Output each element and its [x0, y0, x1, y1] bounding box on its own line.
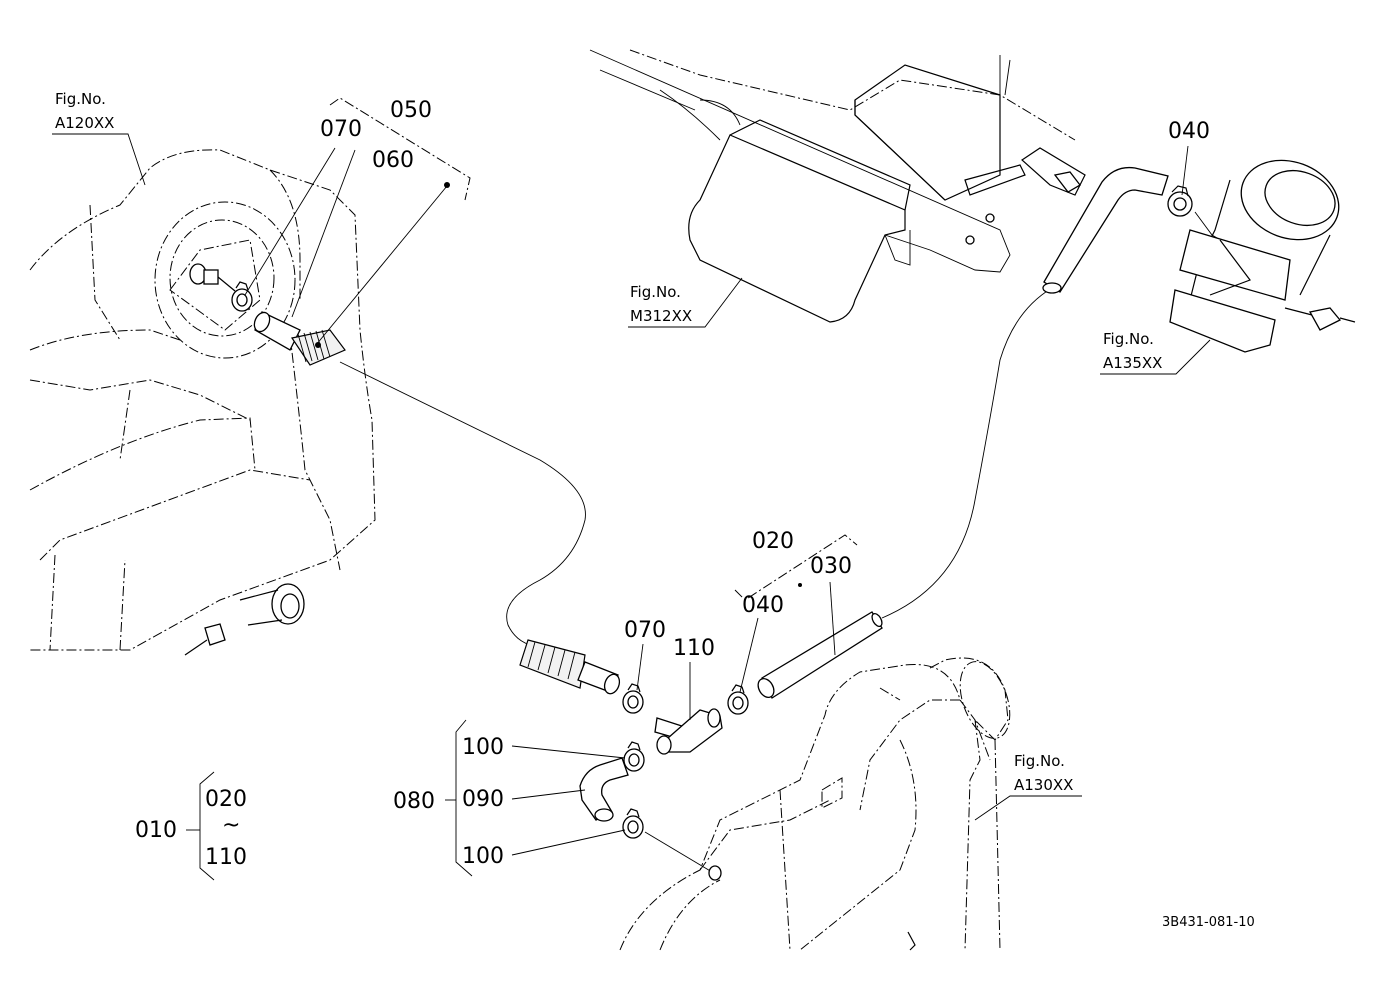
callout-group-080: 080 100 090 100: [393, 719, 626, 877]
bracket-frame: [589, 49, 1086, 323]
spring-guard-center: [519, 639, 621, 695]
tank-port: [184, 583, 305, 656]
clamp-100-upper: [623, 741, 645, 772]
callout-group-020: 020 030 040: [734, 529, 858, 693]
hose-line-main: [339, 361, 586, 646]
range-separator: ~: [222, 813, 240, 838]
elbow-hose-090: [579, 757, 629, 822]
fig-ref-a120-line2: A120XX: [55, 114, 114, 132]
callout-group-050: 050 060 070: [244, 97, 471, 346]
fig-ref-a135-line1: Fig.No.: [1103, 330, 1154, 348]
part-label-040-top: 040: [1168, 119, 1210, 144]
part-label-070-mid: 070: [624, 618, 666, 643]
part-label-100-lower: 100: [462, 844, 504, 869]
part-label-020-top: 020: [752, 529, 794, 554]
fig-ref-m312-line1: Fig.No.: [630, 283, 681, 301]
part-label-020-range: 020: [205, 787, 247, 812]
clamp-070-top: [231, 281, 253, 312]
part-label-030: 030: [810, 554, 852, 579]
fig-ref-m312-line2: M312XX: [630, 307, 692, 325]
part-label-040-mid: 040: [742, 593, 784, 618]
part-label-090: 090: [462, 787, 504, 812]
part-label-100-upper: 100: [462, 735, 504, 760]
hose-line-right: [881, 287, 1053, 619]
fig-ref-a130-line2: A130XX: [1014, 776, 1073, 794]
part-label-060: 060: [372, 148, 414, 173]
fig-ref-a120: Fig.No. A120XX: [52, 90, 146, 186]
filler-neck: [1169, 159, 1356, 353]
callout-040-top: 040: [1168, 119, 1210, 196]
spring-guard-050: [291, 329, 346, 366]
part-label-010: 010: [135, 818, 177, 843]
part-label-110-range: 110: [205, 845, 247, 870]
hose-line-lower: [644, 831, 713, 873]
lower-tank-outline: [619, 657, 1011, 951]
lower-tank-port: [708, 865, 722, 881]
clamp-100-lower: [622, 808, 644, 839]
fig-ref-a130: Fig.No. A130XX: [974, 752, 1082, 821]
elbow-hose-top: [1042, 166, 1169, 294]
clamp-070-mid: [622, 683, 644, 714]
fig-ref-a120-line1: Fig.No.: [55, 90, 106, 108]
fuel-tank-outline: [29, 149, 376, 651]
fig-ref-a130-line1: Fig.No.: [1014, 752, 1065, 770]
callout-group-010: 010 020 ~ 110: [135, 771, 247, 881]
callout-070-mid: 070: [624, 618, 666, 691]
part-label-080: 080: [393, 789, 435, 814]
pipe-030: [757, 611, 883, 699]
tee-joint-110: [654, 708, 723, 755]
part-label-110: 110: [673, 636, 715, 661]
tank-nipple: [189, 263, 236, 292]
fig-ref-m312: Fig.No. M312XX: [628, 277, 743, 328]
hose-060: [253, 311, 301, 351]
part-label-050: 050: [390, 98, 432, 123]
part-label-070-top: 070: [320, 117, 362, 142]
fig-ref-a135: Fig.No. A135XX: [1100, 330, 1211, 375]
clamp-040-top: [1167, 185, 1193, 217]
clamp-040-mid: [727, 684, 749, 715]
fig-ref-a135-line2: A135XX: [1103, 354, 1162, 372]
callout-110: 110: [673, 636, 715, 720]
drawing-code: 3B431-081-10: [1162, 915, 1255, 930]
